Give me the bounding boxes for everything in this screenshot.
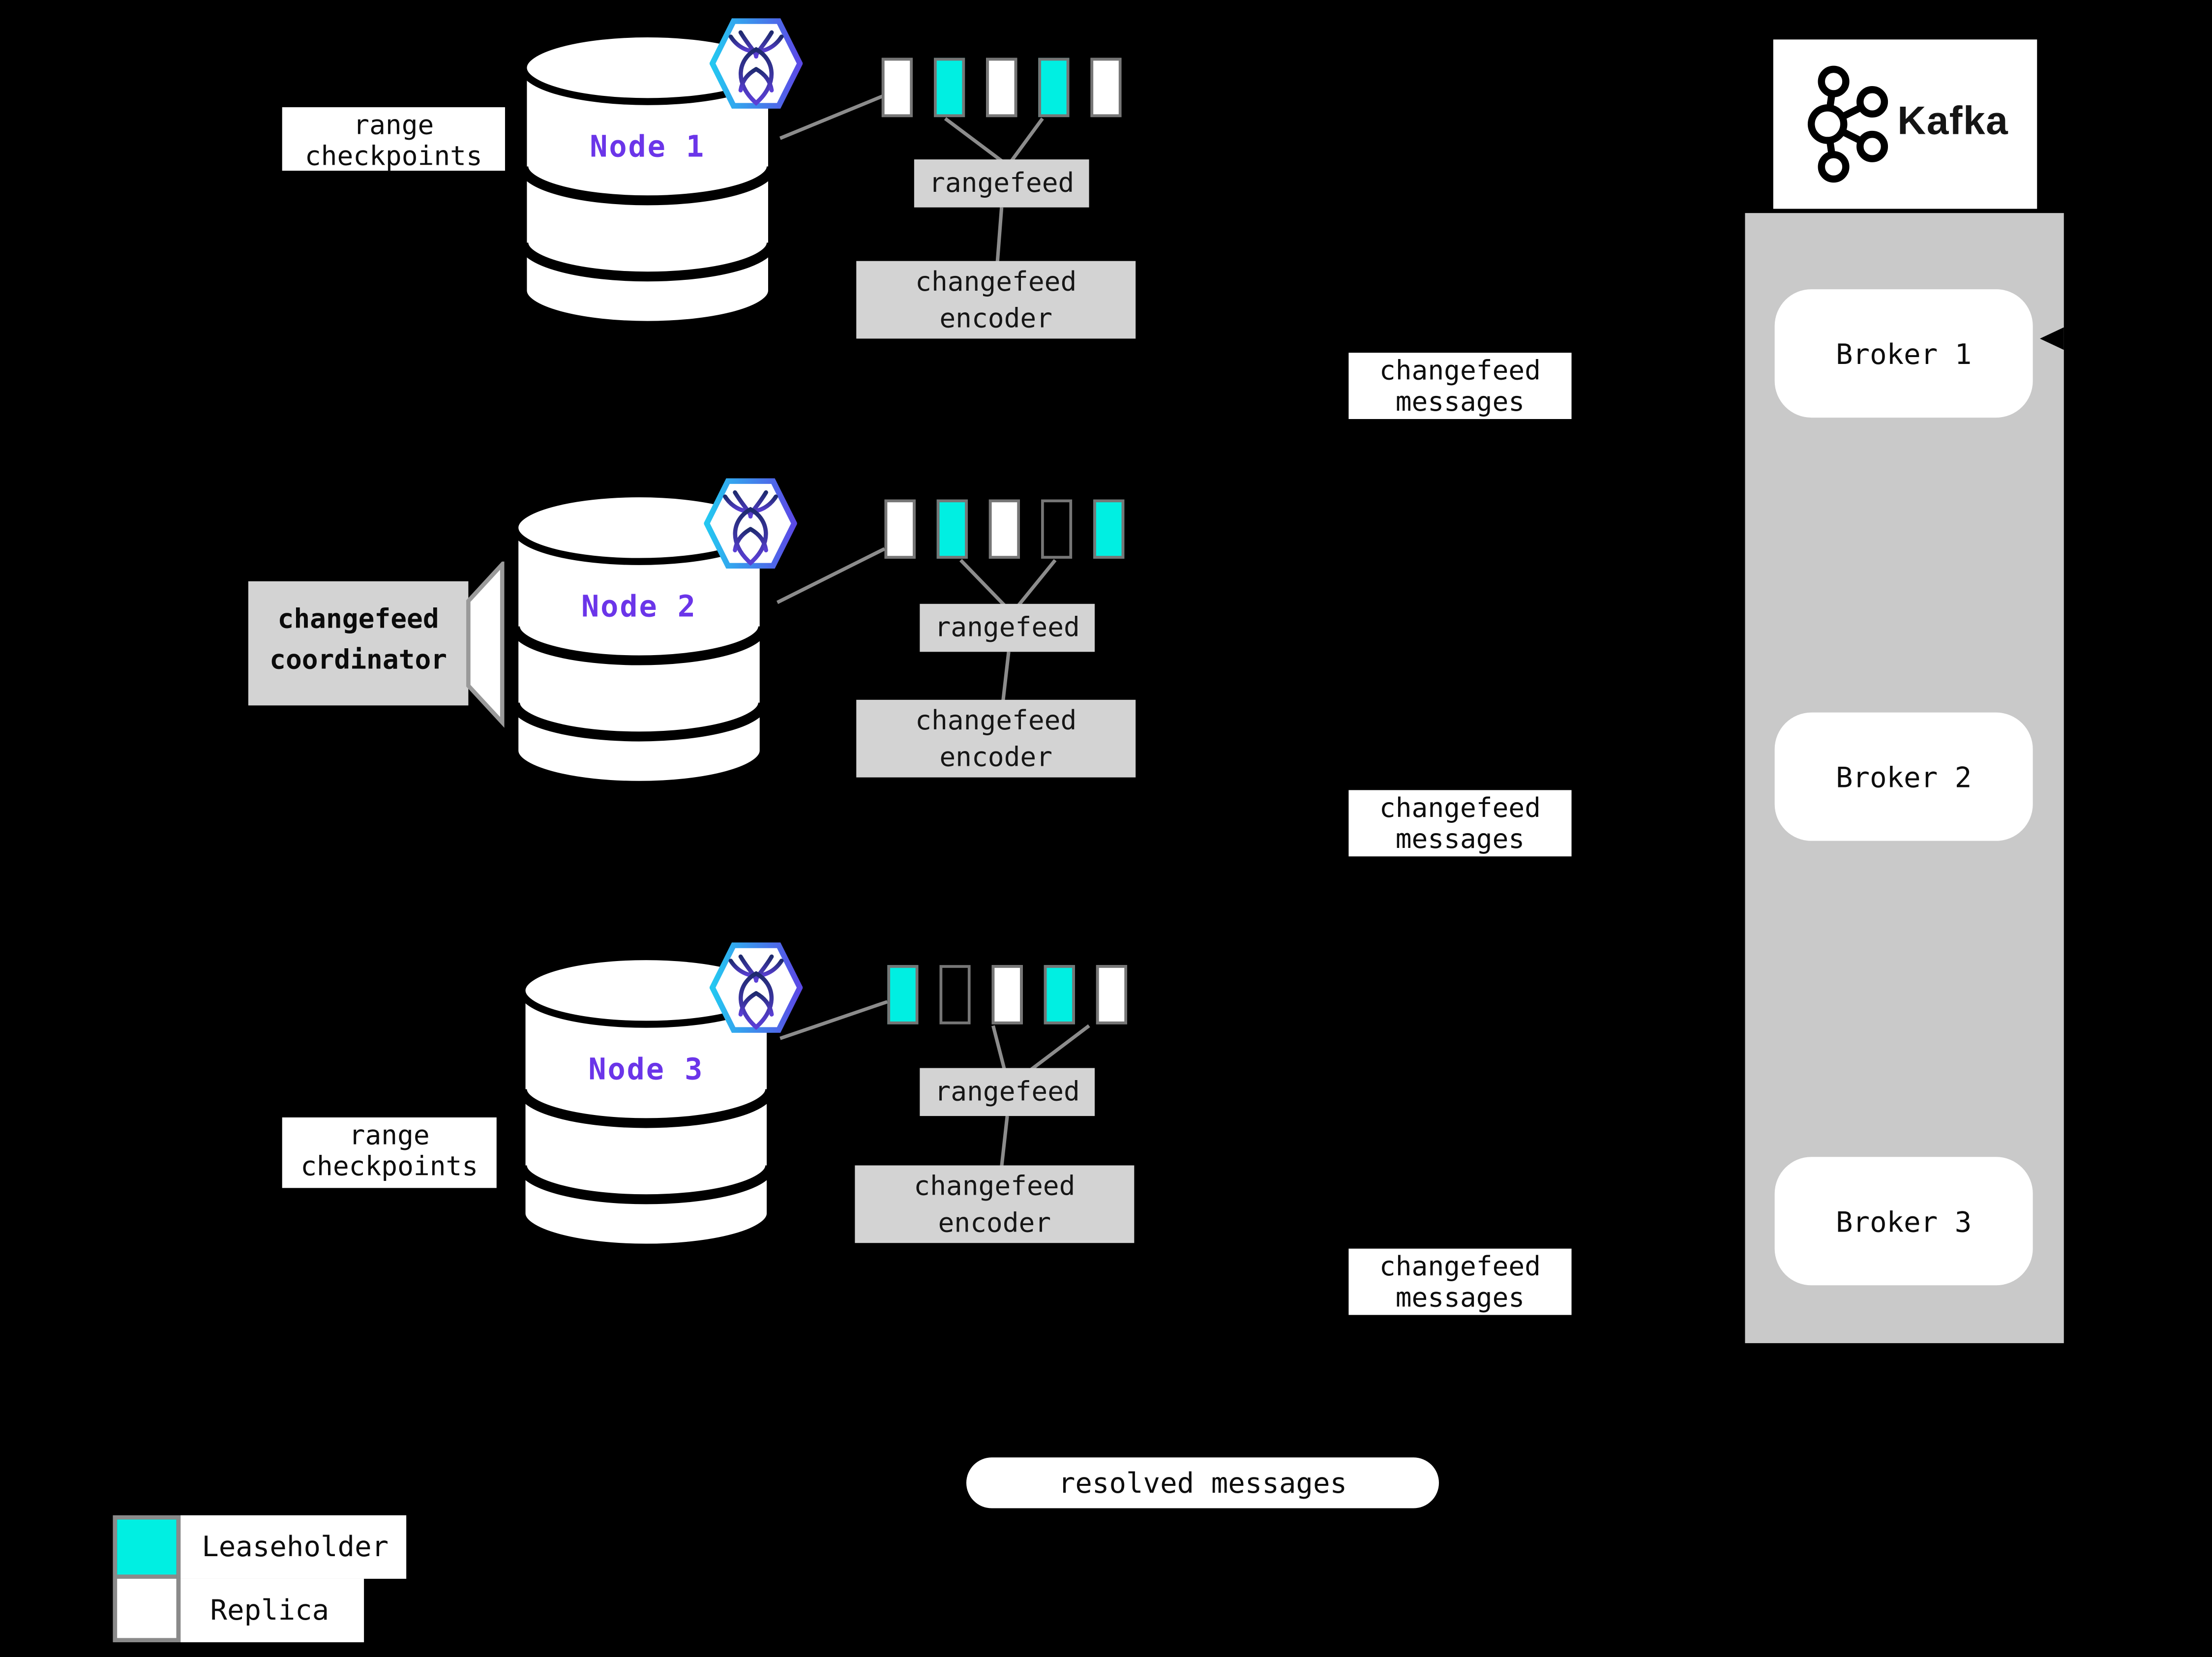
messages-line1: changefeed xyxy=(1379,1251,1541,1283)
changefeed-messages-label: changefeed messages xyxy=(1348,1248,1572,1315)
node-label: Node 3 xyxy=(588,1052,704,1086)
range-cell xyxy=(887,965,919,1024)
range-checkpoints-label: range checkpoints xyxy=(282,107,505,171)
legend-leaseholder-label: Leaseholder xyxy=(180,1515,407,1579)
encoder-line2: encoder xyxy=(939,303,1053,334)
rangefeed-box: rangefeed xyxy=(920,603,1095,652)
range-cell xyxy=(991,965,1023,1024)
coordinator-line2: coordinator xyxy=(269,644,448,676)
legend-replica-label: Replica xyxy=(180,1578,364,1643)
database-cylinder-icon xyxy=(518,31,777,328)
rangefeed-box: rangefeed xyxy=(920,1068,1095,1116)
broker-1: Broker 1 xyxy=(1774,289,2033,418)
encoder-line1: changefeed xyxy=(915,267,1077,298)
database-cylinder-icon xyxy=(517,954,776,1250)
legend-swatches xyxy=(113,1515,181,1643)
range-cell xyxy=(939,965,971,1024)
broker-3: Broker 3 xyxy=(1774,1157,2033,1286)
database-cylinder-icon xyxy=(509,491,768,787)
node-3-ranges xyxy=(887,965,1128,1024)
kafka-logo-box: Kafka xyxy=(1773,39,2037,209)
coordinator-pointer-shape xyxy=(466,561,505,728)
range-cell xyxy=(988,499,1020,559)
broker-2: Broker 2 xyxy=(1774,712,2033,841)
messages-line1: changefeed xyxy=(1379,793,1541,824)
range-checkpoints-line1: range xyxy=(353,110,434,141)
kafka-brand-label: Kafka xyxy=(1897,98,2009,143)
replica-swatch xyxy=(117,1578,177,1638)
encoder-line2: encoder xyxy=(939,742,1053,773)
range-cell xyxy=(881,58,913,118)
changefeed-messages-label: changefeed messages xyxy=(1348,353,1572,419)
range-cell xyxy=(1038,58,1070,118)
changefeed-encoder-box: changefeed encoder xyxy=(855,1165,1135,1243)
node-1-ranges xyxy=(881,58,1122,118)
message-arrowhead-icon xyxy=(2039,327,2064,350)
range-cell xyxy=(884,499,916,559)
range-cell xyxy=(934,58,965,118)
encoder-line1: changefeed xyxy=(914,1171,1076,1203)
messages-line2: messages xyxy=(1395,824,1525,855)
range-checkpoints-line2: checkpoints xyxy=(300,1151,478,1182)
kafka-logo-icon xyxy=(1807,65,1888,183)
resolved-messages-label: resolved messages xyxy=(966,1457,1439,1508)
rangefeed-box: rangefeed xyxy=(914,159,1089,208)
encoder-line2: encoder xyxy=(938,1207,1051,1239)
range-cell xyxy=(1090,58,1122,118)
range-cell xyxy=(936,499,968,559)
node-label: Node 1 xyxy=(590,129,706,164)
range-cell xyxy=(1041,499,1073,559)
range-cell xyxy=(1093,499,1125,559)
range-checkpoints-line1: range xyxy=(349,1120,430,1151)
node-label: Node 2 xyxy=(581,590,697,624)
changefeed-encoder-box: changefeed encoder xyxy=(856,699,1136,778)
coordinator-line1: changefeed xyxy=(277,603,439,635)
node-2-ranges xyxy=(884,499,1125,559)
range-cell xyxy=(986,58,1017,118)
kafka-broker-panel: Broker 1 Broker 2 Broker 3 xyxy=(1745,213,2064,1343)
changefeed-encoder-box: changefeed encoder xyxy=(856,261,1136,339)
range-cell xyxy=(1096,965,1128,1024)
leaseholder-swatch xyxy=(117,1519,177,1579)
changefeed-messages-label: changefeed messages xyxy=(1348,790,1572,857)
changefeed-coordinator-label: changefeed coordinator xyxy=(248,581,469,706)
encoder-line1: changefeed xyxy=(915,705,1077,737)
cockroachdb-hexagon-icon xyxy=(709,18,803,109)
cockroachdb-hexagon-icon xyxy=(704,478,797,569)
messages-line1: changefeed xyxy=(1379,355,1541,387)
messages-line2: messages xyxy=(1395,1282,1525,1314)
range-cell xyxy=(1044,965,1075,1024)
range-checkpoints-line2: checkpoints xyxy=(304,141,482,171)
messages-line2: messages xyxy=(1395,386,1525,418)
cockroachdb-hexagon-icon xyxy=(709,942,803,1033)
range-checkpoints-label: range checkpoints xyxy=(282,1117,497,1188)
